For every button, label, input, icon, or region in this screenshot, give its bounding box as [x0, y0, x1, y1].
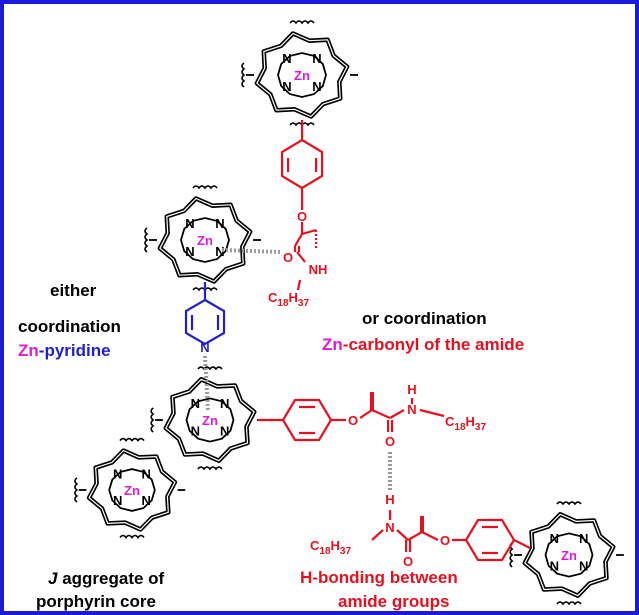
atom-o-ether-top: O — [297, 209, 307, 224]
atom-n-pyridine: N — [200, 340, 209, 355]
atom-zn-porphyrin: Zn — [294, 68, 310, 83]
atom-n-porphyrin: N — [142, 467, 151, 482]
atom-h-amide-center: H — [407, 382, 416, 397]
atom-n-porphyrin: N — [579, 559, 588, 574]
atom-n-porphyrin: N — [220, 396, 229, 411]
atom-o-carbonyl-lower: O — [403, 554, 413, 569]
atom-n-porphyrin: N — [282, 51, 291, 66]
atom-n-porphyrin: N — [215, 244, 224, 259]
atom-n-porphyrin: N — [113, 493, 122, 508]
atom-n-porphyrin: N — [550, 559, 559, 574]
atom-n-porphyrin: N — [191, 396, 200, 411]
label-amide-groups: amide groups — [338, 592, 449, 611]
zn-carbonyl-coordination-bond — [221, 248, 281, 254]
atom-n-porphyrin: N — [191, 424, 200, 439]
atom-zn-porphyrin: Zn — [124, 483, 140, 498]
label-h-bonding: H-bonding between — [300, 568, 458, 587]
label-porphyrin-core: porphyrin core — [36, 592, 156, 611]
alkyl-chain-center: C18H37 — [445, 414, 486, 433]
label-either: either — [50, 281, 97, 300]
atom-n-porphyrin: N — [220, 424, 229, 439]
atom-n-porphyrin: N — [113, 467, 122, 482]
atom-n-porphyrin: N — [142, 493, 151, 508]
alkyl-chain-top: C18H37 — [268, 290, 309, 309]
label-coordination: coordination — [18, 317, 121, 336]
atom-nh-top: NH — [309, 262, 328, 277]
label-or-coordination: or coordination — [362, 309, 487, 328]
atom-zn-porphyrin: Zn — [197, 233, 213, 248]
top-amide-linker — [280, 120, 324, 291]
atom-h-amide-lower: H — [385, 492, 394, 507]
atom-o-ether-center: O — [348, 413, 358, 428]
center-amide-linker — [258, 392, 445, 442]
atom-o-carbonyl-top: O — [283, 250, 293, 265]
lower-amide-linker — [371, 510, 531, 562]
atom-n-porphyrin: N — [215, 216, 224, 231]
atom-o-ether-lower: O — [440, 533, 450, 548]
atom-n-porphyrin: N — [185, 244, 194, 259]
atom-n-porphyrin: N — [550, 531, 559, 546]
atom-zn-porphyrin: Zn — [561, 548, 577, 563]
atom-n-porphyrin: N — [579, 531, 588, 546]
alkyl-chain-lower: C18H37 — [310, 538, 351, 557]
atom-n-porphyrin: N — [185, 216, 194, 231]
atom-zn-porphyrin: Zn — [202, 413, 218, 428]
atom-n-amide-center: N — [407, 402, 416, 417]
atom-n-porphyrin: N — [312, 79, 321, 94]
atom-n-porphyrin: N — [312, 51, 321, 66]
pyridine-ring — [184, 282, 226, 346]
atom-n-amide-lower: N — [385, 520, 394, 535]
zn-pyridine-coordination-bond — [203, 355, 210, 411]
atom-n-porphyrin: N — [282, 79, 291, 94]
label-zn-carbonyl: Zn-carbonyl of the amide — [322, 335, 524, 354]
atom-o-carbonyl-center: O — [385, 434, 395, 449]
label-zn-pyridine: Zn-pyridine — [18, 341, 111, 360]
label-j-aggregate: J aggregate of — [48, 569, 165, 588]
